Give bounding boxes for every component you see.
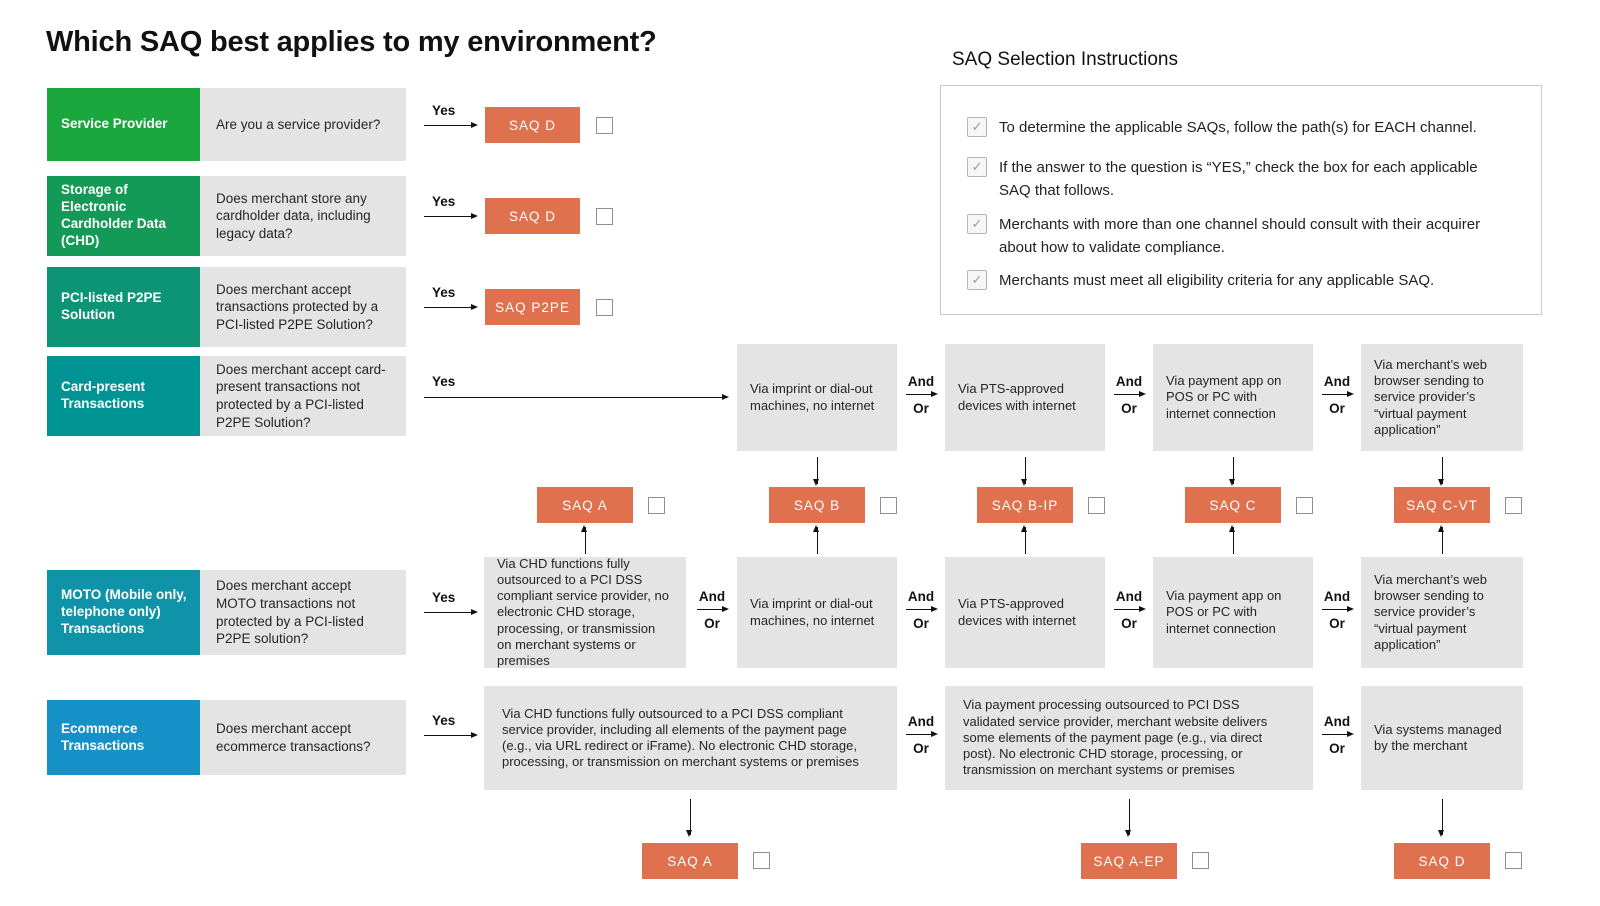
- ecommerce-option: Via payment processing outsourced to PCI…: [945, 686, 1313, 790]
- arrow-right-icon: [1114, 390, 1146, 397]
- moto-option: Via PTS-approved devices with internet: [945, 557, 1105, 668]
- flow-arrow-up: [1021, 525, 1028, 554]
- checked-checkbox-icon[interactable]: ✓: [967, 157, 987, 177]
- instruction-item: Merchants with more than one channel sho…: [999, 216, 1481, 256]
- yes-label: Yes: [432, 374, 456, 389]
- saq-a-box: SAQ A: [642, 843, 738, 879]
- flow-arrow-down: [1021, 457, 1028, 486]
- flow-arrow-up: [1438, 525, 1445, 554]
- flow-arrow-up: [581, 525, 588, 554]
- arrow-right-icon: [906, 730, 938, 737]
- moto-option: Via CHD functions fully outsourced to a …: [484, 556, 686, 668]
- flow-arrow-down: [686, 799, 693, 837]
- arrow-right-icon: [1322, 730, 1354, 737]
- question-service-provider: Are you a service provider?: [200, 88, 406, 161]
- yes-label: Yes: [432, 103, 456, 118]
- saq-d-box: SAQ D: [1394, 843, 1490, 879]
- saq-checkbox[interactable]: [1505, 852, 1522, 869]
- saq-b-ip-box: SAQ B-IP: [977, 487, 1073, 523]
- moto-option: Via imprint or dial-out machines, no int…: [737, 557, 897, 668]
- moto-option: Via payment app on POS or PC with intern…: [1153, 557, 1313, 668]
- instruction-item: To determine the applicable SAQs, follow…: [999, 119, 1477, 136]
- yes-arrow: [424, 608, 478, 615]
- arrow-right-icon: [697, 605, 729, 612]
- saq-checkbox[interactable]: [753, 852, 770, 869]
- yes-label: Yes: [432, 713, 456, 728]
- flow-arrow-up: [1229, 525, 1236, 554]
- instructions-title: SAQ Selection Instructions: [952, 49, 1178, 70]
- yes-label: Yes: [432, 285, 456, 300]
- arrow-right-icon: [1114, 605, 1146, 612]
- flow-arrow-up: [813, 525, 820, 554]
- arrow-right-icon: [906, 605, 938, 612]
- channel-ecommerce: Ecommerce Transactions: [47, 700, 200, 775]
- page-title: Which SAQ best applies to my environment…: [46, 26, 657, 58]
- saq-checkbox[interactable]: [596, 208, 613, 225]
- card-present-option: Via PTS-approved devices with internet: [945, 344, 1105, 451]
- ecommerce-option: Via CHD functions fully outsourced to a …: [484, 686, 897, 790]
- yes-arrow: [424, 212, 478, 219]
- question-moto: Does merchant accept MOTO transactions n…: [200, 570, 406, 655]
- card-present-option: Via imprint or dial-out machines, no int…: [737, 344, 897, 451]
- flow-arrow-down: [1125, 799, 1132, 837]
- saq-a-box: SAQ A: [537, 487, 633, 523]
- card-present-option: Via merchant’s web browser sending to se…: [1361, 344, 1523, 451]
- saq-checkbox[interactable]: [1088, 497, 1105, 514]
- channel-service-provider: Service Provider: [47, 88, 200, 161]
- saq-c-box: SAQ C: [1185, 487, 1281, 523]
- channel-card-present: Card-present Transactions: [47, 356, 200, 436]
- saq-checkbox[interactable]: [596, 299, 613, 316]
- card-present-option: Via payment app on POS or PC with intern…: [1153, 344, 1313, 451]
- saq-checkbox[interactable]: [880, 497, 897, 514]
- yes-label: Yes: [432, 590, 456, 605]
- yes-arrow-long: [424, 393, 729, 400]
- question-ecommerce: Does merchant accept ecommerce transacti…: [200, 700, 406, 775]
- saq-checkbox[interactable]: [1296, 497, 1313, 514]
- saq-b-box: SAQ B: [769, 487, 865, 523]
- arrow-right-icon: [1322, 390, 1354, 397]
- saq-d-box: SAQ D: [485, 107, 580, 143]
- flow-arrow-down: [1229, 457, 1236, 486]
- saq-d-box: SAQ D: [485, 198, 580, 234]
- yes-label: Yes: [432, 194, 456, 209]
- saq-checkbox[interactable]: [648, 497, 665, 514]
- saq-checkbox[interactable]: [1192, 852, 1209, 869]
- checked-checkbox-icon[interactable]: ✓: [967, 270, 987, 290]
- ecommerce-option: Via systems managed by the merchant: [1361, 686, 1523, 790]
- saq-c-vt-box: SAQ C-VT: [1394, 487, 1490, 523]
- arrow-right-icon: [1322, 605, 1354, 612]
- yes-arrow: [424, 731, 478, 738]
- checked-checkbox-icon[interactable]: ✓: [967, 214, 987, 234]
- yes-arrow: [424, 303, 478, 310]
- checked-checkbox-icon[interactable]: ✓: [967, 117, 987, 137]
- question-card-present: Does merchant accept card-present transa…: [200, 356, 406, 436]
- question-storage-chd: Does merchant store any cardholder data,…: [200, 176, 406, 256]
- instructions-panel: ✓ To determine the applicable SAQs, foll…: [940, 85, 1542, 315]
- flow-arrow-down: [1438, 457, 1445, 486]
- channel-p2pe: PCI-listed P2PE Solution: [47, 267, 200, 347]
- saq-p2pe-box: SAQ P2PE: [485, 289, 580, 325]
- channel-storage-chd: Storage of Electronic Cardholder Data (C…: [47, 176, 200, 256]
- saq-a-ep-box: SAQ A-EP: [1081, 843, 1177, 879]
- instruction-item: Merchants must meet all eligibility crit…: [999, 272, 1435, 289]
- question-p2pe: Does merchant accept transactions protec…: [200, 267, 406, 347]
- flow-arrow-down: [813, 457, 820, 486]
- instruction-item: If the answer to the question is “YES,” …: [999, 159, 1478, 199]
- saq-checkbox[interactable]: [596, 117, 613, 134]
- arrow-right-icon: [906, 390, 938, 397]
- channel-moto: MOTO (Mobile only, telephone only) Trans…: [47, 570, 200, 655]
- saq-checkbox[interactable]: [1505, 497, 1522, 514]
- yes-arrow: [424, 121, 478, 128]
- flow-arrow-down: [1438, 799, 1445, 837]
- moto-option: Via merchant’s web browser sending to se…: [1361, 557, 1523, 668]
